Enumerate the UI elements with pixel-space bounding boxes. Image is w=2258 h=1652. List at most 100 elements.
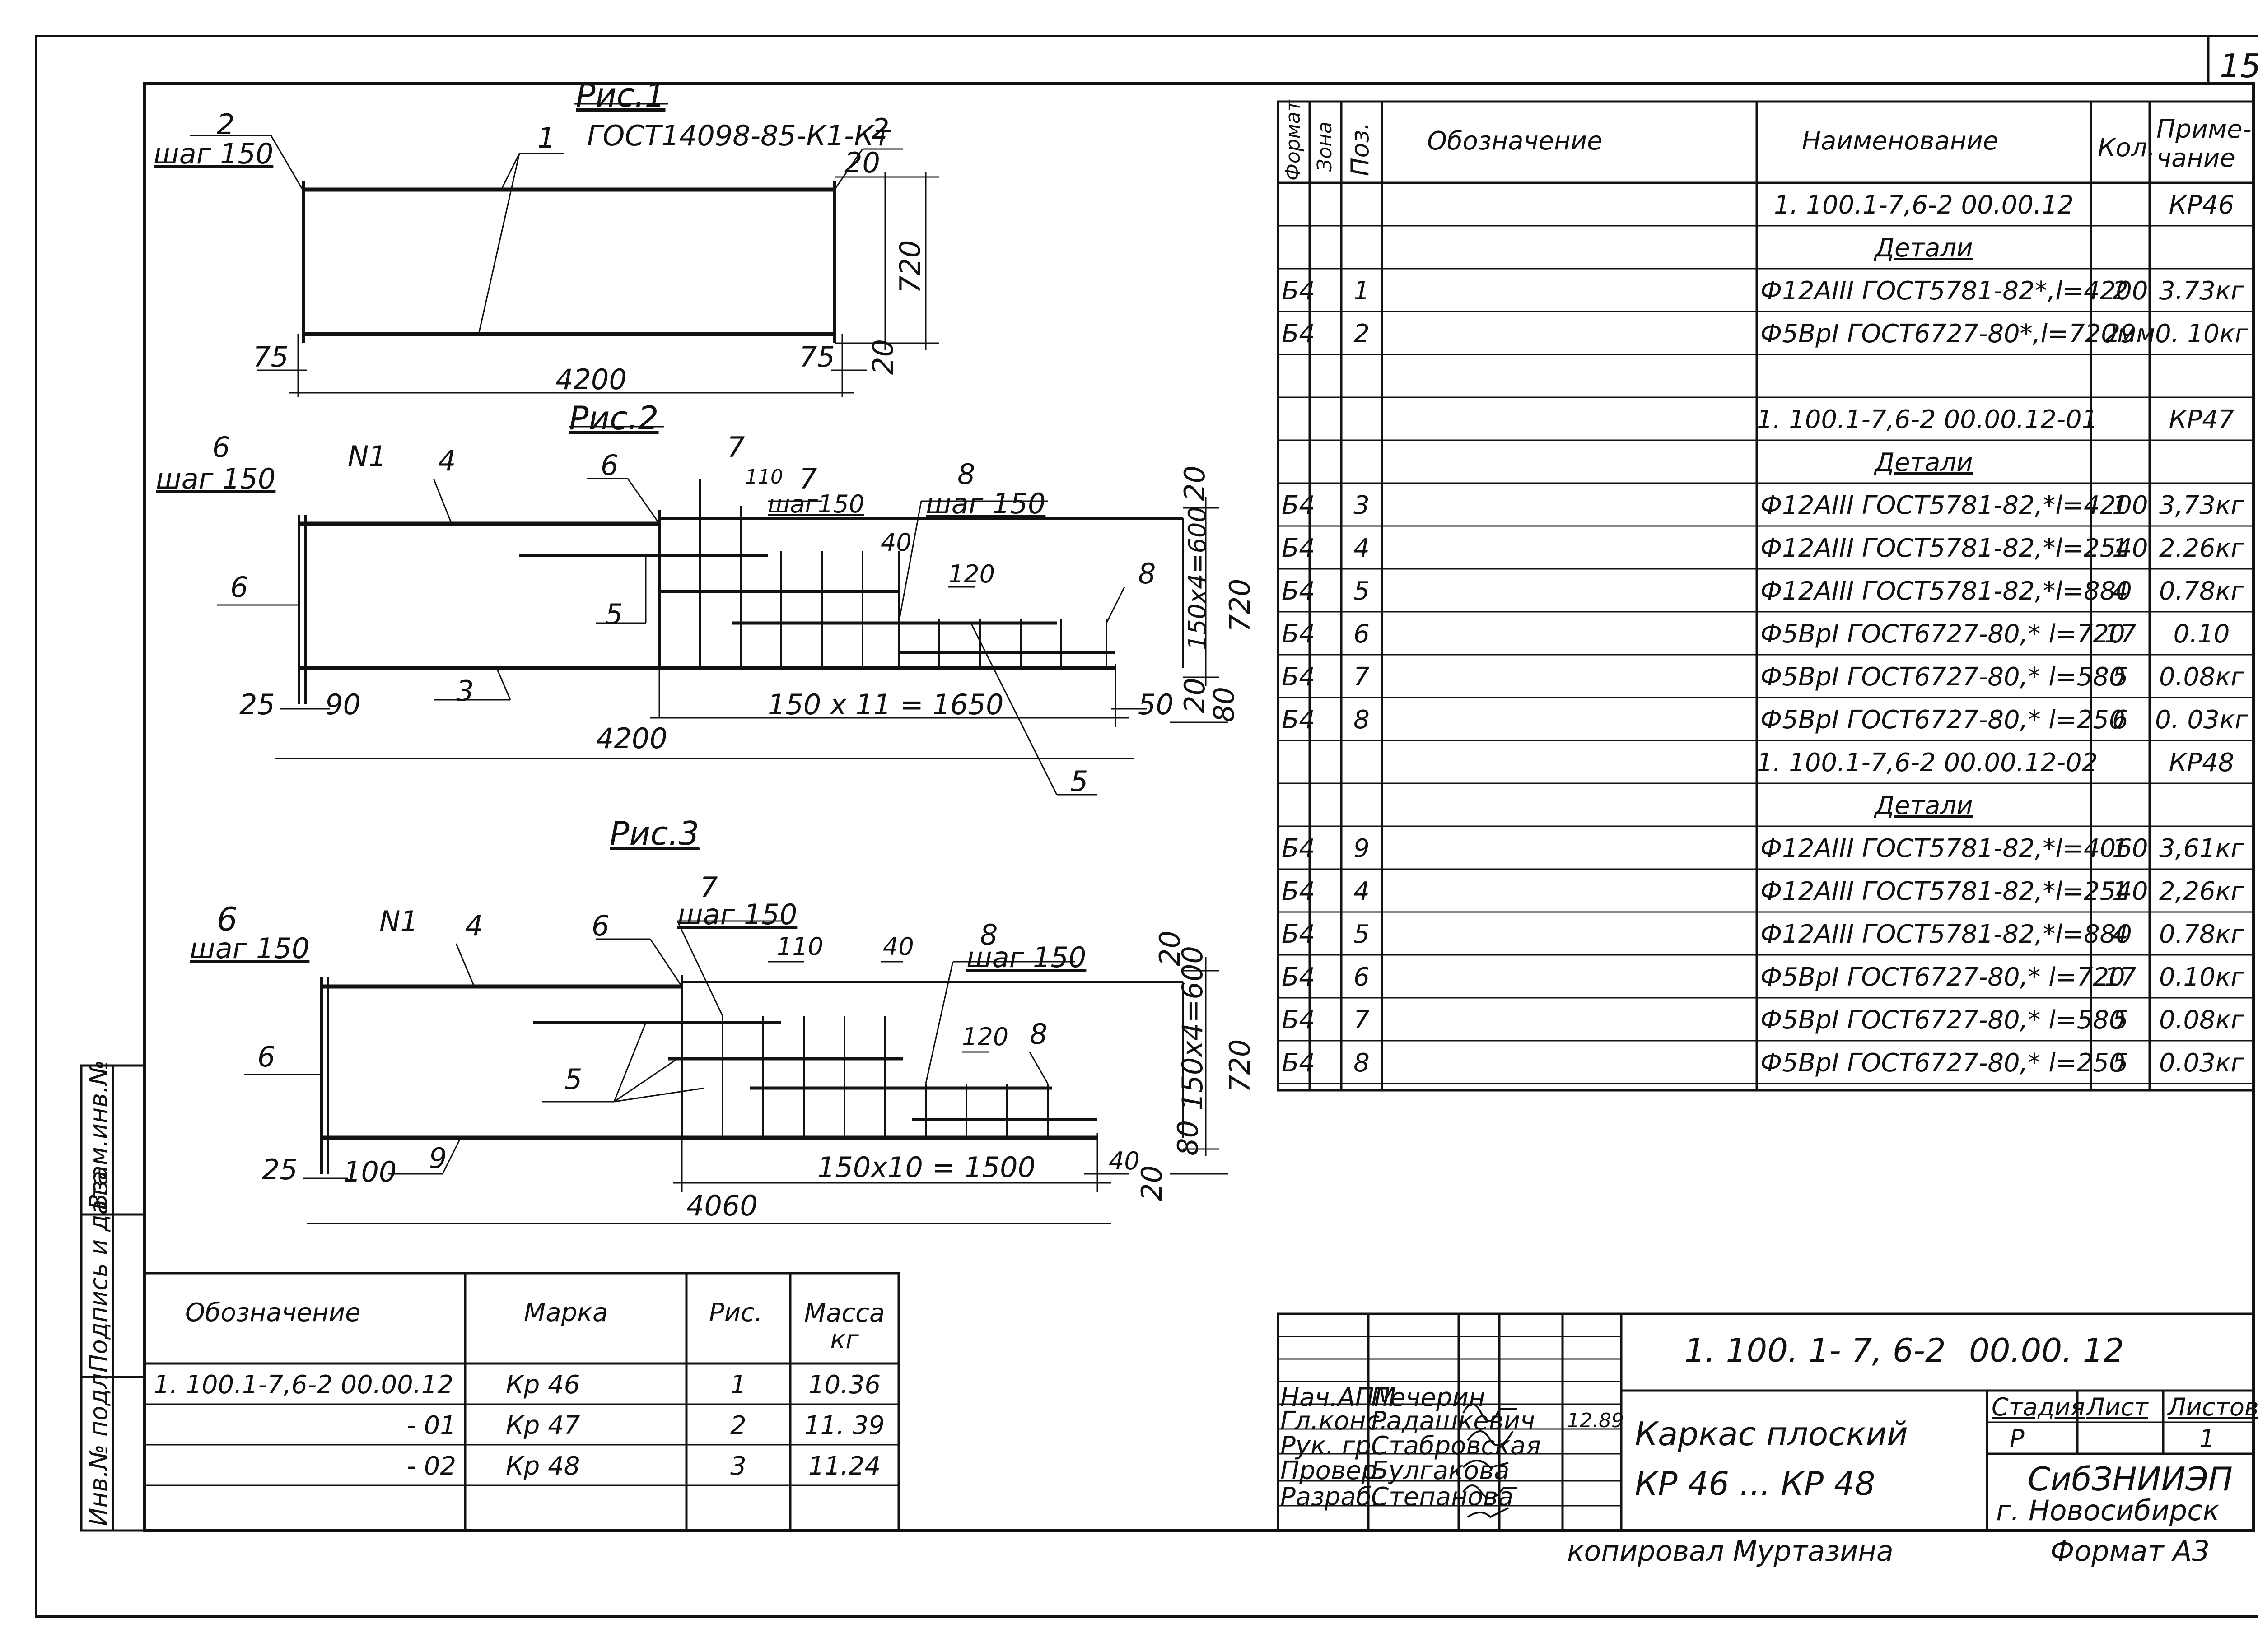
spec-note: 3,73кг bbox=[2159, 491, 2244, 520]
spec-name: Ф5ВрI ГОСТ6727-80,* l=250 bbox=[1760, 1048, 2125, 1078]
fig3-pos9: 9 bbox=[429, 1142, 447, 1175]
fig1-drawing bbox=[190, 103, 939, 397]
fig2-d120: 120 bbox=[948, 560, 995, 588]
spec-note: 0.78кг bbox=[2159, 577, 2244, 606]
title-name1: Каркас плоский bbox=[1635, 1415, 1908, 1453]
spec-note: КР47 bbox=[2169, 405, 2235, 434]
fig3-d120: 120 bbox=[962, 1023, 1009, 1051]
fig2-pos5-left: 5 bbox=[605, 598, 623, 631]
fig2-step8: шаг 150 bbox=[926, 487, 1046, 520]
marks-mark: Кр 48 bbox=[506, 1452, 580, 1481]
fig1-dim-right75: 75 bbox=[799, 340, 835, 373]
spec-qty: 5 bbox=[2112, 1005, 2128, 1035]
title-sheet-header: Лист bbox=[2086, 1393, 2148, 1421]
spec-note: 0.08кг bbox=[2159, 1005, 2244, 1035]
title-person: Степанова bbox=[1371, 1482, 1514, 1512]
spec-format: Б4 bbox=[1282, 877, 1316, 906]
fig3-d110: 110 bbox=[777, 932, 824, 961]
spec-header-name: Наименование bbox=[1802, 126, 1999, 156]
fig3-len: 4060 bbox=[686, 1189, 758, 1222]
spec-qty: 1 bbox=[2112, 834, 2128, 863]
spec-qty: 1 bbox=[2112, 877, 2128, 906]
spec-note: КР48 bbox=[2169, 748, 2235, 777]
fig3-h600: 150x4=600 bbox=[1176, 946, 1209, 1111]
title-org2: г. Новосибирск bbox=[1996, 1494, 2220, 1527]
fig1-dim-left75: 75 bbox=[253, 340, 289, 373]
fig2-pos6-left: 6 bbox=[230, 571, 248, 604]
title-stage: Р bbox=[2010, 1424, 2025, 1453]
fig2-pos7b: 7 bbox=[799, 462, 817, 495]
title-sheets: 1 bbox=[2199, 1424, 2215, 1453]
side-inv-orig: Инв.№ подл. bbox=[84, 1365, 113, 1526]
fig3-pos8b: 8 bbox=[1030, 1018, 1048, 1051]
fig3-h720: 720 bbox=[1223, 1039, 1256, 1093]
title-person: Стабровская bbox=[1371, 1431, 1541, 1461]
spec-pos: 4 bbox=[1353, 877, 1370, 906]
spec-qty: 17 bbox=[2104, 963, 2137, 992]
spec-qty: 4 bbox=[2112, 920, 2128, 949]
marks-header-mass: Масса кг bbox=[804, 1298, 885, 1354]
spec-name: Ф12АIII ГОСТ5781-82,*l=2540 bbox=[1760, 534, 2148, 563]
spec-header-pos: Поз. bbox=[1346, 122, 1374, 176]
spec-format: Б4 bbox=[1282, 577, 1316, 606]
spec-format: Б4 bbox=[1282, 319, 1316, 349]
spec-pos: 5 bbox=[1353, 577, 1370, 606]
marks-fig: 1 bbox=[730, 1370, 746, 1400]
fig2-n1: N1 bbox=[348, 440, 387, 473]
fig3-d40b: 40 bbox=[1109, 1147, 1140, 1175]
spec-qty: 1 bbox=[2112, 534, 2128, 563]
fig3-pos4: 4 bbox=[465, 909, 483, 942]
spec-note: 3,61кг bbox=[2159, 834, 2244, 863]
title-code: 1. 100. 1- 7, 6-2 bbox=[1684, 1331, 1946, 1369]
marks-table-grid bbox=[143, 1272, 900, 1532]
fig2-drawing bbox=[217, 426, 1228, 796]
fig3-d40: 40 bbox=[883, 932, 914, 961]
marks-code: 1. 100.1-7,6-2 00.00.12 bbox=[154, 1370, 453, 1400]
fig2-d25: 25 bbox=[239, 688, 275, 721]
spec-name: 1. 100.1-7,6-2 00.00.12-01 bbox=[1757, 405, 2098, 434]
spec-format: Б4 bbox=[1282, 491, 1316, 520]
spec-format: Б4 bbox=[1282, 662, 1316, 692]
spec-header-qty: Кол. bbox=[2098, 133, 2155, 163]
spec-pos: 8 bbox=[1353, 705, 1370, 735]
spec-header-format: Формат bbox=[1282, 100, 1305, 181]
fig3-pos7: 7 bbox=[700, 871, 718, 904]
fig3-title: Рис.3 bbox=[610, 814, 700, 852]
fig2-title: Рис.2 bbox=[569, 399, 659, 437]
title-role: Разраб. bbox=[1280, 1482, 1380, 1512]
spec-pos: 4 bbox=[1353, 534, 1370, 563]
footer-copied: копировал Муртазина bbox=[1567, 1535, 1894, 1568]
spec-pos: 6 bbox=[1353, 963, 1370, 992]
spec-format: Б4 bbox=[1282, 963, 1316, 992]
fig3-pos6-top: 6 bbox=[217, 900, 238, 938]
spec-pos: 7 bbox=[1353, 662, 1370, 692]
fig1-pos2-right: 2 bbox=[872, 112, 890, 145]
spec-note: 0.10кг bbox=[2159, 963, 2244, 992]
fig2-pos7a: 7 bbox=[727, 431, 745, 464]
marks-header-fig: Рис. bbox=[709, 1298, 763, 1327]
title-stage-header: Стадия bbox=[1992, 1393, 2085, 1421]
marks-mark: Кр 46 bbox=[506, 1370, 580, 1400]
spec-qty: 6 bbox=[2112, 705, 2128, 735]
marks-header-mark: Марка bbox=[524, 1298, 608, 1327]
spec-note: 0. 10кг bbox=[2155, 319, 2248, 349]
spec-note: 0. 03кг bbox=[2155, 705, 2248, 735]
spec-name: Ф12АIII ГОСТ5781-82,*l=4060 bbox=[1760, 834, 2148, 863]
spec-note: 3.73кг bbox=[2159, 276, 2244, 306]
fig1-pos1: 1 bbox=[537, 121, 555, 154]
spec-qty: 5 bbox=[2112, 662, 2128, 692]
spec-header-zone: Зона bbox=[1313, 121, 1336, 172]
fig3-n1: N1 bbox=[379, 905, 418, 938]
spec-note: 0.78кг bbox=[2159, 920, 2244, 949]
marks-mass: 11. 39 bbox=[804, 1411, 885, 1440]
spec-format: Б4 bbox=[1282, 619, 1316, 649]
fig2-len: 4200 bbox=[596, 722, 667, 755]
title-sheets-header: Листов bbox=[2168, 1393, 2258, 1421]
title-name2: КР 46 ... КР 48 bbox=[1635, 1465, 1875, 1503]
spec-note: 2,26кг bbox=[2159, 877, 2244, 906]
fig2-pos3: 3 bbox=[456, 675, 474, 707]
fig1-dim-height: 720 bbox=[894, 240, 927, 293]
spec-format: Б4 bbox=[1282, 276, 1316, 306]
title-date: 12.89 bbox=[1567, 1409, 1624, 1432]
